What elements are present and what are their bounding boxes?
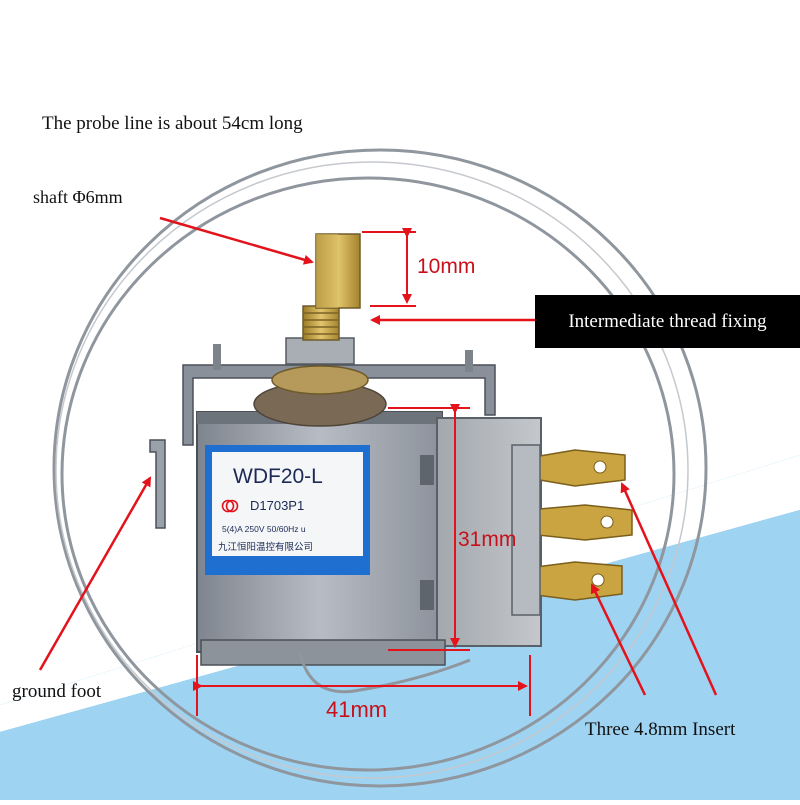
arrow-insert-1	[620, 482, 718, 696]
arrow-ground-foot	[38, 476, 152, 671]
label-model: WDF20-L	[233, 465, 323, 488]
dimension-label-shaft-length: 10mm	[417, 255, 476, 278]
probe-capillary	[52, 148, 708, 788]
dimension-31mm	[388, 404, 470, 651]
ground-foot	[149, 439, 166, 529]
thread-hub	[285, 305, 355, 365]
annotation-thread: Intermediate thread fixing	[535, 295, 800, 348]
arrow-shaft	[159, 216, 314, 265]
arrow-insert-2	[590, 583, 647, 696]
dimension-label-body-height: 31mm	[458, 528, 517, 551]
label-manufacturer: 九江恒阳温控有限公司	[218, 542, 314, 553]
dimension-10mm	[362, 228, 416, 307]
annotation-shaft: shaft Φ6mm	[33, 187, 123, 207]
label-rating: 5(4)A 250V 50/60Hz u	[222, 524, 306, 534]
spade-terminals	[527, 449, 633, 601]
maker-logo-icon	[221, 499, 239, 513]
dimension-41mm	[193, 655, 531, 716]
dimension-label-body-width: 41mm	[326, 697, 388, 722]
brass-shaft	[315, 233, 361, 309]
mounting-bracket	[182, 344, 496, 446]
annotation-ground-foot: ground foot	[12, 681, 102, 702]
annotation-insert: Three 4.8mm Insert	[585, 719, 736, 740]
label-code: D1703P1	[250, 498, 305, 513]
annotation-probe-line: The probe line is about 54cm long	[42, 113, 303, 134]
